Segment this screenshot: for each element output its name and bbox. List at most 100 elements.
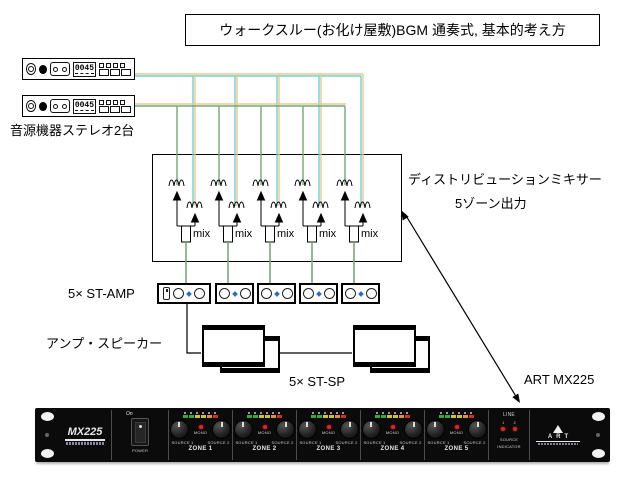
mono-led-icon [262, 424, 267, 429]
line-indicator-section: LINE 1 2 SOURCE INDICATOR [489, 408, 529, 462]
amp-speaker-label: アンプ・スピーカー [46, 336, 163, 351]
mixer-label-line2: 5ゾーン出力 [455, 196, 527, 211]
source2-label: SOURCE 2 [335, 440, 358, 445]
title-box: ウォークスルー(お化け屋敷)BGM 通奏式, 基本的考え方 [185, 14, 600, 46]
zone-label: ZONE 4 [380, 446, 405, 452]
mono-label: MONO [385, 429, 400, 435]
speakers-label: 5× ST-SP [289, 374, 345, 389]
source1-knob [425, 420, 445, 439]
source-device-1: 0045 [22, 58, 135, 80]
level-meter-icon [183, 415, 218, 418]
source2-knob [276, 420, 296, 439]
mono-led-icon [198, 424, 203, 429]
mixer-rack-pointer-arrow [401, 210, 520, 403]
source1-knob [361, 420, 381, 439]
meter-scale [183, 412, 218, 414]
zone-label: ZONE 1 [188, 446, 213, 452]
rack-hole-icon [591, 412, 605, 421]
indicator-label-2: INDICATOR [497, 444, 521, 449]
meter-scale [247, 412, 282, 414]
rack-model-label: MX225 [67, 425, 103, 438]
zone-section-1: MONO SOURCE 1 SOURCE 2 ZONE 1 [169, 408, 232, 462]
mono-led-icon [454, 424, 459, 429]
brand-underline [536, 441, 580, 442]
zone-label: ZONE 5 [444, 446, 469, 452]
panel-divider [488, 410, 489, 460]
line-led-icon [513, 427, 517, 431]
source-device-2: 0045 [22, 95, 135, 117]
screw-icon [596, 433, 600, 437]
zone-section-5: MONO SOURCE 1 SOURCE 2 ZONE 5 [425, 408, 488, 462]
art-triangle-logo-icon [553, 425, 563, 433]
mono-label: MONO [193, 429, 208, 435]
power-switch [131, 418, 149, 446]
cassette-window-icon [50, 99, 70, 113]
panel-divider [296, 410, 297, 460]
amp-knob-icon [281, 288, 293, 299]
source1-label: SOURCE 1 [299, 440, 322, 445]
meter-scale [439, 412, 474, 414]
power-section: On POWER [112, 408, 168, 462]
rack-hole-icon [40, 449, 54, 458]
source2-knob [468, 420, 488, 439]
level-meter-icon [439, 415, 474, 418]
amp-knob-icon [302, 288, 314, 299]
level-meter-icon [375, 415, 410, 418]
logo-fine-print [66, 441, 104, 445]
line-led-icon [501, 427, 505, 431]
rack-pointer-label: ART MX225 [524, 372, 595, 387]
meter-scale [311, 412, 346, 414]
mix-pot-label: mix [319, 228, 337, 240]
mx225-rack-unit: MX225 On POWER MONO SOURCE 1 [35, 408, 610, 462]
amp-knob-icon [218, 288, 230, 299]
source2-label: SOURCE 2 [271, 440, 294, 445]
brand-section: ART [530, 408, 586, 462]
amp-knob-icon [173, 288, 184, 299]
rack-ear-right [586, 408, 610, 462]
source2-label: SOURCE 2 [463, 440, 486, 445]
tape-counter: 0045 [72, 98, 97, 114]
source2-label: SOURCE 2 [399, 440, 422, 445]
mono-label: MONO [321, 429, 336, 435]
rack-hole-icon [40, 412, 54, 421]
level-meter-icon [311, 415, 346, 418]
logo-underline [65, 438, 105, 441]
led2-label: 2 [513, 420, 516, 425]
source1-label: SOURCE 1 [427, 440, 450, 445]
mix-pot-label: mix [361, 228, 379, 240]
brand-fine-print [538, 443, 578, 445]
led-icon [186, 290, 192, 297]
tape-reel-icon [39, 101, 48, 111]
mono-label: MONO [449, 429, 464, 435]
speaker-box-2 [353, 325, 416, 367]
knob-icon [26, 100, 37, 112]
rack-model-section: MX225 [59, 408, 111, 462]
source2-knob [212, 420, 232, 439]
transport-buttons-icon [99, 62, 132, 76]
st-amp-4 [299, 283, 338, 304]
tape-counter: 0045 [72, 61, 97, 77]
source1-knob [233, 420, 253, 439]
rack-ear-left [35, 408, 59, 462]
panel-divider [424, 410, 425, 460]
st-amp-1 [157, 283, 211, 304]
mix-pot-label: mix [277, 228, 295, 240]
zone-section-3: MONO SOURCE 1 SOURCE 2 ZONE 3 [297, 408, 360, 462]
mono-led-icon [326, 424, 331, 429]
level-meter-icon [247, 415, 282, 418]
amp-knob-icon [365, 288, 377, 299]
panel-divider [168, 410, 169, 460]
zone-label: ZONE 2 [252, 446, 277, 452]
panel-divider [232, 410, 233, 460]
transport-buttons-icon [99, 99, 132, 113]
led1-label: 1 [502, 420, 505, 425]
source2-knob [340, 420, 360, 439]
source2-label: SOURCE 2 [207, 440, 230, 445]
cassette-window-icon [50, 62, 70, 76]
zone-label: ZONE 3 [316, 446, 341, 452]
st-amp-2 [215, 283, 254, 304]
mixer-label-line1: ディストリビューションミキサー [408, 172, 602, 187]
rack-hole-icon [591, 449, 605, 458]
indicator-label-1: SOURCE [499, 437, 519, 442]
